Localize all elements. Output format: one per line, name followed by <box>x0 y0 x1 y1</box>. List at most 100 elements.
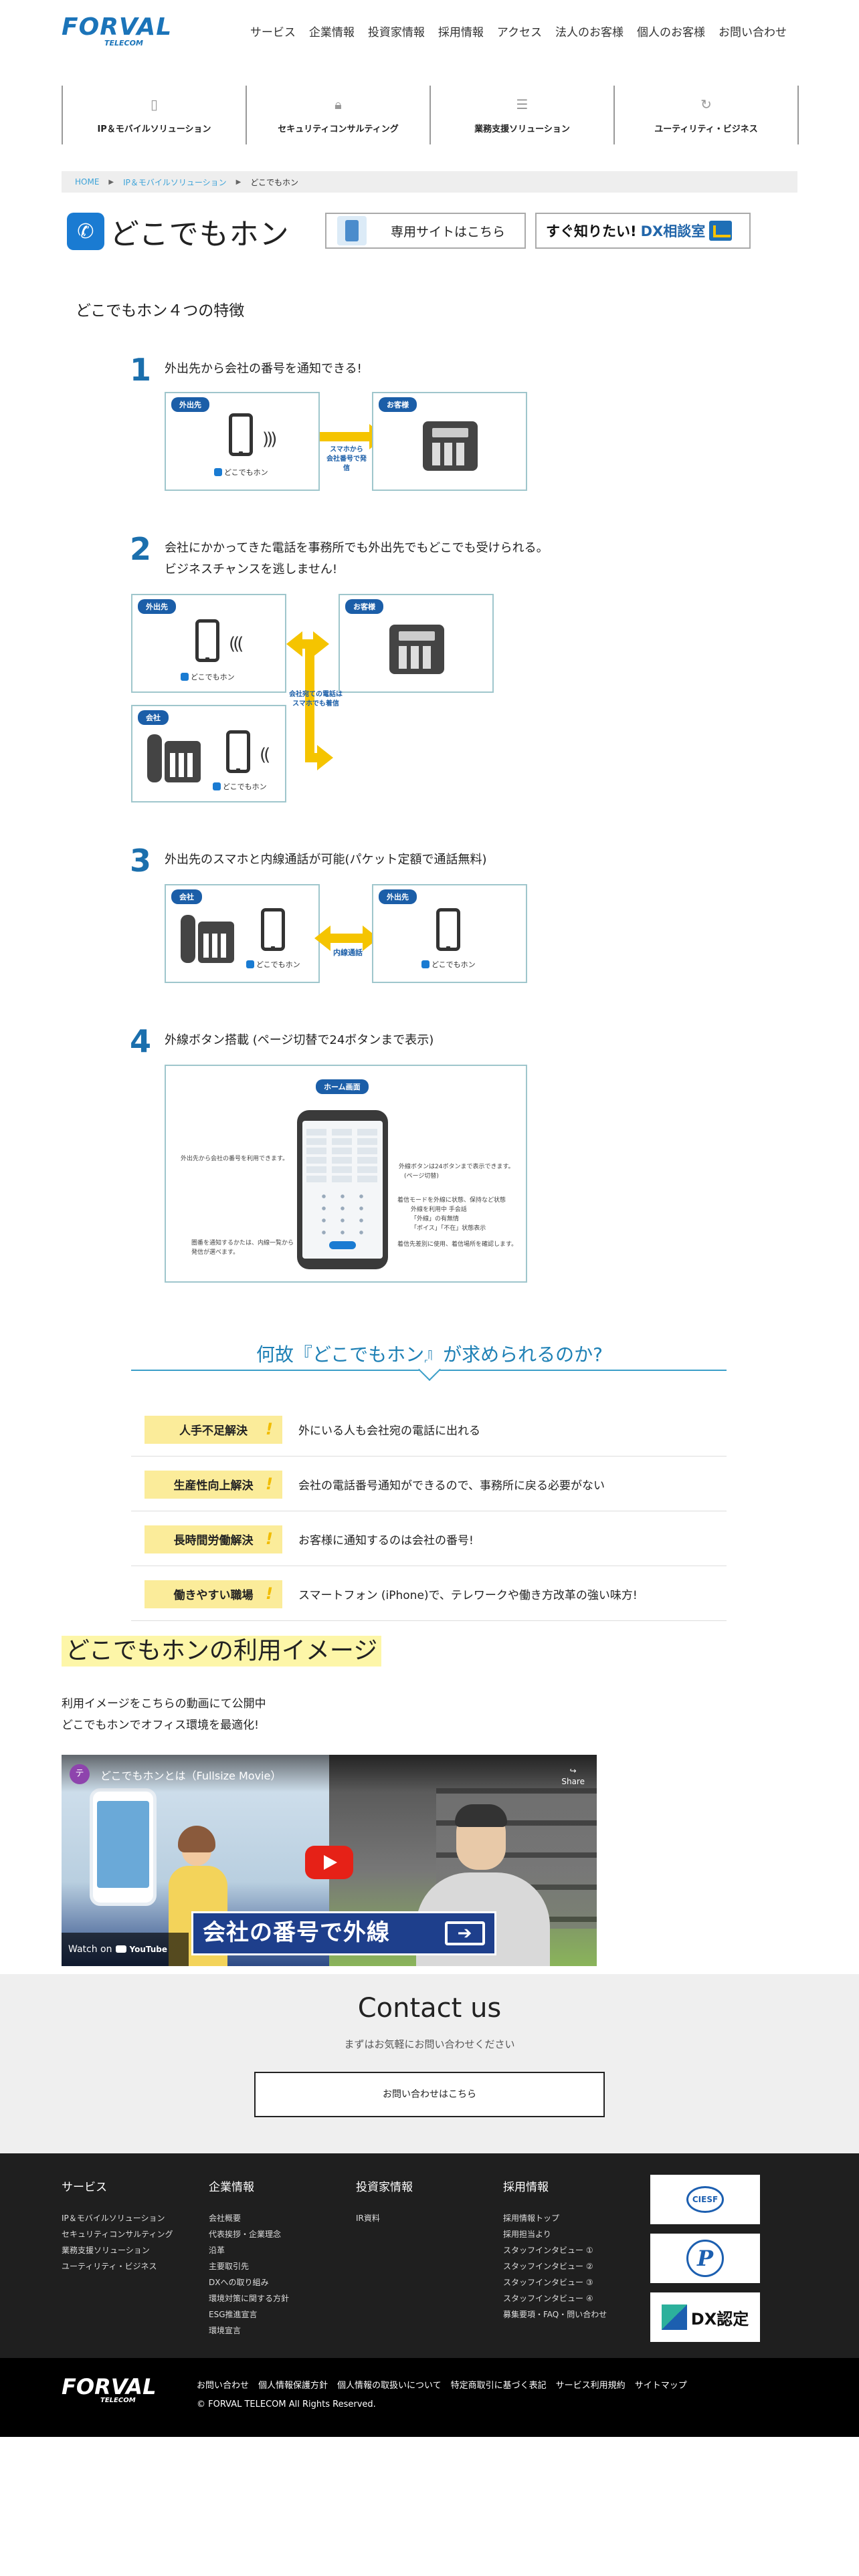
footer-link[interactable]: 沿革 <box>209 2246 225 2255</box>
ciesf-badge[interactable]: CIESF <box>650 2175 760 2224</box>
footer-link[interactable]: スタッフインタビュー ③ <box>503 2278 593 2287</box>
why-label: 長時間労働解決 <box>145 1525 282 1553</box>
footer-link[interactable]: 環境宣言 <box>209 2326 242 2335</box>
footer-link[interactable]: スタッフインタビュー ④ <box>503 2294 593 2303</box>
footer-legal-link[interactable]: サービス利用規約 <box>555 2381 626 2391</box>
product-heading: ✆ どこでもホン <box>67 210 290 253</box>
signal-waves-icon: (( <box>260 745 270 765</box>
dx-consult-button[interactable]: すぐ知りたい! DX相談室 <box>535 213 751 249</box>
usage-description: 利用イメージをこちらの動画にて公開中 どこでもホンでオフィス環境を最適化! <box>62 1693 266 1736</box>
forval-logo-footer[interactable]: FORVAL TELECOM <box>62 2374 157 2404</box>
dx-mark-icon <box>661 2304 687 2330</box>
footer-legal-links: お問い合わせ 個人情報保護方針 個人情報の取扱いについて 特定商取引に基づく表記… <box>197 2378 687 2391</box>
channel-avatar[interactable]: テ <box>70 1764 90 1784</box>
app-label-text: どこでもホン <box>223 782 267 791</box>
video-phone-illustration <box>90 1788 157 1906</box>
footer-legal-link[interactable]: お問い合わせ <box>197 2381 250 2391</box>
share-button[interactable]: ↪Share <box>561 1765 585 1787</box>
footer-col-heading[interactable]: 投資家情報 <box>356 2181 413 2194</box>
nav-personal[interactable]: 個人のお客様 <box>637 26 705 39</box>
nav-access[interactable]: アクセス <box>496 26 542 39</box>
footer-link[interactable]: セキュリティコンサルティング <box>62 2230 173 2239</box>
feature-title: 外線ボタン搭載 (ページ切替で24ボタンまで表示) <box>165 1033 434 1047</box>
footer-legal-link[interactable]: 特定商取引に基づく表記 <box>450 2381 547 2391</box>
dx-certified-label: DX認定 <box>690 2309 749 2329</box>
breadcrumb: HOME ▶ IP＆モバイルソリューション ▶ どこでもホン <box>62 171 797 193</box>
footer-link[interactable]: 採用情報トップ <box>503 2214 560 2223</box>
eco-icon: ↻ <box>700 96 712 112</box>
category-label: セキュリティコンサルティング <box>278 124 399 134</box>
footer-legal-link[interactable]: 個人情報の取扱いについて <box>337 2381 442 2391</box>
breadcrumb-home[interactable]: HOME <box>75 177 100 187</box>
footer-link[interactable]: 環境対策に関する方針 <box>209 2294 290 2303</box>
nav-company[interactable]: 企業情報 <box>308 26 355 39</box>
office-phone-icon <box>147 733 201 782</box>
footer-link[interactable]: 会社概要 <box>209 2214 242 2223</box>
app-label: どこでもホン <box>213 781 267 792</box>
privacy-mark-badge[interactable]: P <box>650 2234 760 2283</box>
footer-link[interactable]: 主要取引先 <box>209 2262 250 2271</box>
category-ip-mobile[interactable]: ▯ IP＆モバイルソリューション <box>62 86 247 144</box>
app-icon <box>421 960 430 968</box>
contact-button[interactable]: お問い合わせはこちら <box>254 2072 605 2117</box>
category-security[interactable]: 🔒︎ セキュリティコンサルティング <box>246 86 431 144</box>
nav-investors[interactable]: 投資家情報 <box>367 26 425 39</box>
play-button[interactable] <box>305 1846 353 1879</box>
breadcrumb-ip-mobile[interactable]: IP＆モバイルソリューション <box>123 177 227 187</box>
nav-contact[interactable]: お問い合わせ <box>719 26 787 39</box>
feature-title-line2: ビジネスチャンスを逃しません! <box>165 562 338 576</box>
annotation-right-7: 着信先差別に使用、着信場所を確認します。 <box>397 1241 518 1248</box>
footer-col-company: 企業情報 会社概要 代表挨拶・企業理念 沿革 主要取引先 DXへの取り組み 環境… <box>209 2177 289 2339</box>
footer-legal-link[interactable]: サイトマップ <box>634 2381 687 2391</box>
category-business-support[interactable]: ☰ 業務支援ソリューション <box>430 86 615 144</box>
youtube-video-embed[interactable]: テ どこでもホンとは（Fullsize Movie） ↪Share 会社の番号で… <box>62 1755 597 1966</box>
diagram-card-outside: 外出先 ((( どこでもホン <box>131 594 286 693</box>
dx-certified-badge[interactable]: DX認定 <box>650 2292 760 2342</box>
why-text: 会社の電話番号通知ができるので、事務所に戻る必要がない <box>298 1479 605 1493</box>
category-bar: ▯ IP＆モバイルソリューション 🔒︎ セキュリティコンサルティング ☰ 業務支… <box>62 86 799 144</box>
logo-sub: TELECOM <box>100 2397 136 2404</box>
annotation-left-2: 圏番を通知するかたは、内線一覧から <box>191 1240 294 1247</box>
nav-recruit[interactable]: 採用情報 <box>438 26 484 39</box>
dedicated-site-button[interactable]: 専用サイトはこちら <box>325 213 526 249</box>
footer-link[interactable]: ユーティリティ・ビジネス <box>62 2262 157 2271</box>
video-title[interactable]: どこでもホンとは（Fullsize Movie） <box>100 1769 282 1782</box>
chevron-right-icon: ▶ <box>108 178 114 186</box>
share-icon: ↪ <box>569 1766 577 1776</box>
footer-link[interactable]: スタッフインタビュー ① <box>503 2246 593 2255</box>
forval-logo[interactable]: FORVAL TELECOM <box>62 13 173 49</box>
app-label: どこでもホン <box>246 959 300 970</box>
logo-main: FORVAL <box>62 2374 157 2399</box>
footer-link[interactable]: ESG推進宣言 <box>209 2310 258 2319</box>
footer-link[interactable]: IR資料 <box>356 2214 380 2223</box>
category-utility[interactable]: ↻ ユーティリティ・ビジネス <box>613 86 799 144</box>
feature-number: 1 <box>130 352 152 388</box>
footer-col-heading[interactable]: 採用情報 <box>503 2181 549 2194</box>
tag-home-screen: ホーム画面 <box>316 1079 369 1094</box>
footer-link[interactable]: IP＆モバイルソリューション <box>62 2214 165 2223</box>
feature-number: 3 <box>130 843 152 879</box>
diagram-card-customer: お客様 <box>339 594 494 693</box>
privacy-mark-logo: P <box>686 2240 724 2277</box>
footer-legal-link[interactable]: 個人情報保護方針 <box>258 2381 328 2391</box>
footer-link[interactable]: 代表挨拶・企業理念 <box>209 2230 282 2239</box>
footer-link[interactable]: 業務支援ソリューション <box>62 2246 150 2255</box>
chart-icon <box>709 221 733 241</box>
nav-corporate[interactable]: 法人のお客様 <box>555 26 624 39</box>
footer-link[interactable]: 採用担当より <box>503 2230 551 2239</box>
footer-col-heading[interactable]: 企業情報 <box>209 2181 254 2194</box>
arrow-bidirectional <box>314 926 379 951</box>
nav-services[interactable]: サービス <box>250 26 296 39</box>
feature-title-line1: 会社にかかってきた電話を事務所でも外出先でもどこでも受けられる。 <box>165 541 549 555</box>
footer-link[interactable]: スタッフインタビュー ② <box>503 2262 593 2271</box>
smartphone-icon <box>195 619 219 662</box>
logo-main: FORVAL <box>62 13 173 41</box>
footer-link[interactable]: 募集要項・FAQ・問い合わせ <box>503 2310 607 2319</box>
ciesf-logo: CIESF <box>686 2186 724 2213</box>
arrow-right-bottom <box>305 745 333 770</box>
footer-link[interactable]: DXへの取り組み <box>209 2278 269 2287</box>
usage-desc-line1: 利用イメージをこちらの動画にて公開中 <box>62 1697 266 1711</box>
footer-col-heading[interactable]: サービス <box>62 2181 107 2194</box>
footer-col-investors: 投資家情報 IR資料 <box>356 2177 413 2226</box>
